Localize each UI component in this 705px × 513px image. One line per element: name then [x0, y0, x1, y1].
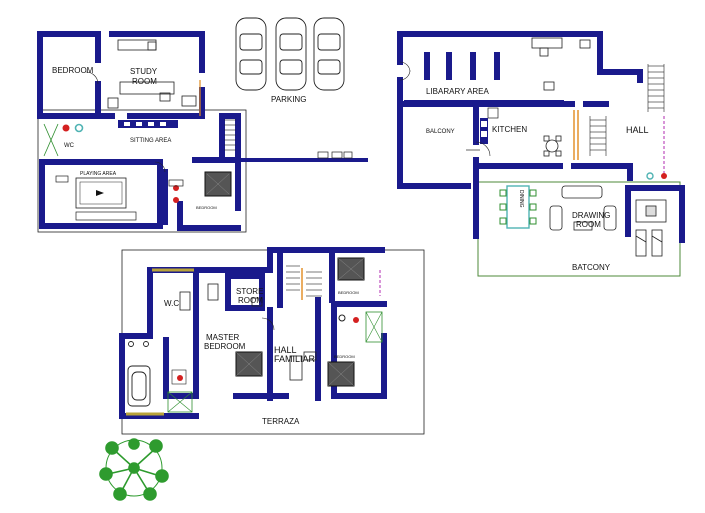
first-floor-walls	[37, 31, 241, 231]
wc-label-2: W.C	[164, 299, 179, 308]
master-bedroom-label-1: MASTER	[206, 333, 240, 342]
parking-area: PARKING	[235, 17, 345, 104]
bedroom-small-bed-icon	[168, 171, 232, 203]
dining-label: DINING	[518, 190, 524, 208]
hall-furniture	[179, 283, 317, 381]
drawing-room-label-1: DRAWING	[572, 211, 610, 220]
study-room-label-1: STUDY	[130, 67, 158, 76]
second-floor-plan: STORE ROOM W.C MASTER BEDROOM HALL FAMIL…	[119, 247, 425, 435]
sitting-area-sofa-icon	[118, 120, 178, 128]
kitchen-label: KITCHEN	[492, 125, 527, 134]
hall-fixtures	[475, 141, 667, 180]
playing-area-label: PLAYING AREA	[80, 171, 117, 177]
balcony-bottom-label: BATCONY	[572, 263, 611, 272]
tree-icon	[99, 438, 169, 501]
dining-table-icon	[499, 185, 537, 229]
wc-fixtures	[43, 123, 84, 157]
bedroom-label: BEDROOM	[52, 66, 94, 75]
bathtub-icon	[127, 341, 151, 407]
bed-icon	[235, 257, 365, 387]
bedroom-top-label: BEDROOM	[338, 290, 359, 295]
master-bedroom-label-2: BEDROOM	[204, 342, 246, 351]
wc-label: WC	[64, 143, 75, 149]
library-desk	[399, 37, 591, 91]
loungers-icon	[635, 229, 663, 257]
store-room-label-2: ROOM	[238, 296, 263, 305]
bathroom-fixtures	[167, 311, 383, 413]
car-icon	[235, 17, 345, 91]
second-floor-staircase-icon	[286, 265, 322, 297]
library-area-label: LIBARARY AREA	[426, 87, 490, 96]
parking-label: PARKING	[271, 95, 306, 104]
first-floor-plan: BEDROOM STUDY ROOM SITTING AREA WC PLAYI…	[37, 31, 368, 233]
playing-area-table	[55, 175, 137, 221]
kitchen-fixtures	[466, 107, 499, 151]
sitting-area-label: SITTING AREA	[130, 138, 171, 144]
store-room-label-1: STORE	[236, 287, 263, 296]
drawing-room-label-2: ROOM	[576, 220, 601, 229]
drawing-room-sofa-icon	[549, 185, 667, 231]
bedroom-bottom-label: BEDROOM	[334, 354, 355, 359]
first-floor-staircase-icon	[224, 119, 236, 151]
hall-familiar-label-1: HALL	[274, 345, 297, 355]
hall-label: HALL	[626, 125, 649, 135]
study-room-label-2: ROOM	[132, 77, 157, 86]
bedroom-small-label: BEDROOM	[196, 205, 217, 210]
terrace-label: TERRAZA	[262, 417, 300, 426]
balcony-left-label: BALCONY	[426, 129, 455, 135]
library-shelves	[404, 52, 564, 104]
kitchen-table	[543, 135, 562, 157]
hall-familiar-label-2: FAMILIAR	[274, 354, 316, 364]
ground-floor-walls	[397, 31, 685, 243]
ground-floor-plan: LIBARARY AREA BALCONY KITCHEN HALL DININ…	[397, 31, 685, 277]
study-desk	[107, 39, 197, 109]
ground-floor-staircase-icon	[589, 64, 665, 156]
